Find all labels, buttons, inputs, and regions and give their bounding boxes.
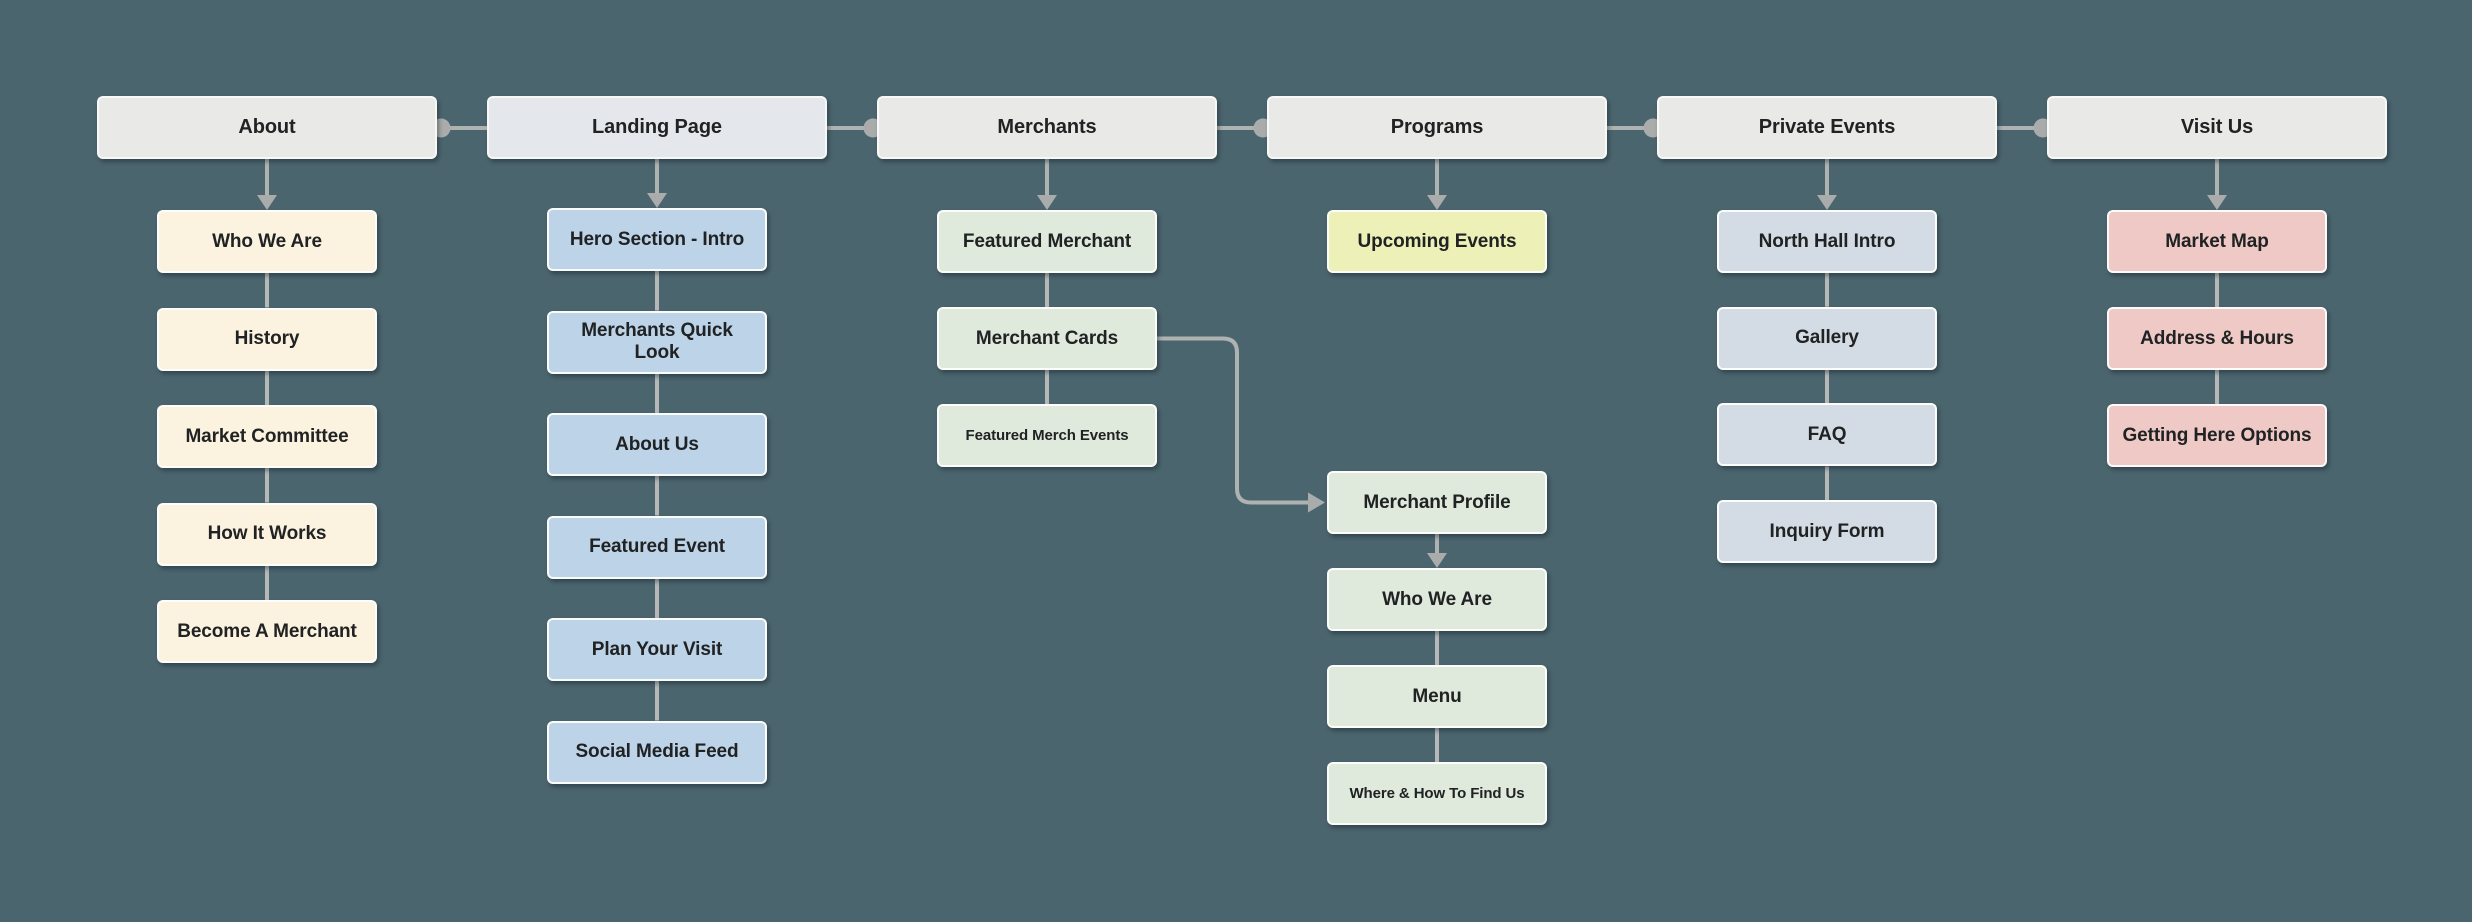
node-plan-your-visit[interactable]: Plan Your Visit (547, 618, 767, 681)
node-who-we-are-branch[interactable]: Who We Are (1327, 568, 1547, 631)
node-social-media-feed[interactable]: Social Media Feed (547, 720, 767, 784)
section-header-about[interactable]: About (97, 96, 437, 159)
connector-arrowhead (1427, 195, 1447, 210)
connector-arrowhead (1308, 492, 1325, 513)
node-featured-merch-events[interactable]: Featured Merch Events (937, 404, 1157, 467)
node-how-it-works[interactable]: How It Works (157, 502, 377, 566)
node-upcoming-events[interactable]: Upcoming Events (1327, 210, 1547, 273)
node-inquiry-form[interactable]: Inquiry Form (1717, 500, 1937, 564)
connector-arrowhead (1037, 195, 1057, 210)
node-faq[interactable]: FAQ (1717, 403, 1937, 467)
node-history[interactable]: History (157, 307, 377, 371)
node-merchant-cards[interactable]: Merchant Cards (937, 307, 1157, 370)
node-merchants-quick-look[interactable]: Merchants Quick Look (547, 310, 767, 374)
section-header-visit-us[interactable]: Visit Us (2047, 96, 2387, 159)
node-about-us[interactable]: About Us (547, 413, 767, 476)
connector-arrowhead (1817, 195, 1837, 210)
node-address-hours[interactable]: Address & Hours (2107, 307, 2327, 370)
node-become-a-merchant[interactable]: Become A Merchant (157, 600, 377, 663)
node-market-map[interactable]: Market Map (2107, 210, 2327, 273)
connector-arrowhead (1427, 553, 1447, 568)
node-who-we-are[interactable]: Who We Are (157, 210, 377, 273)
section-header-private-events[interactable]: Private Events (1657, 96, 1997, 159)
connector-arrowhead (647, 193, 667, 208)
section-header-landing-page[interactable]: Landing Page (487, 96, 827, 159)
section-header-programs[interactable]: Programs (1267, 96, 1607, 159)
node-menu[interactable]: Menu (1327, 665, 1547, 728)
node-getting-here-options[interactable]: Getting Here Options (2107, 404, 2327, 467)
node-where-how-to-find-us[interactable]: Where & How To Find Us (1327, 762, 1547, 825)
elbow-connector (1157, 336, 1310, 505)
node-north-hall-intro[interactable]: North Hall Intro (1717, 210, 1937, 273)
section-header-merchants[interactable]: Merchants (877, 96, 1217, 159)
connector-arrowhead (257, 195, 277, 210)
node-featured-event[interactable]: Featured Event (547, 515, 767, 579)
connector-arrowhead (2207, 195, 2227, 210)
node-market-committee[interactable]: Market Committee (157, 405, 377, 468)
node-featured-merchant[interactable]: Featured Merchant (937, 210, 1157, 273)
node-merchant-profile[interactable]: Merchant Profile (1327, 471, 1547, 534)
node-gallery[interactable]: Gallery (1717, 306, 1937, 370)
node-hero-section-intro[interactable]: Hero Section - Intro (547, 208, 767, 271)
